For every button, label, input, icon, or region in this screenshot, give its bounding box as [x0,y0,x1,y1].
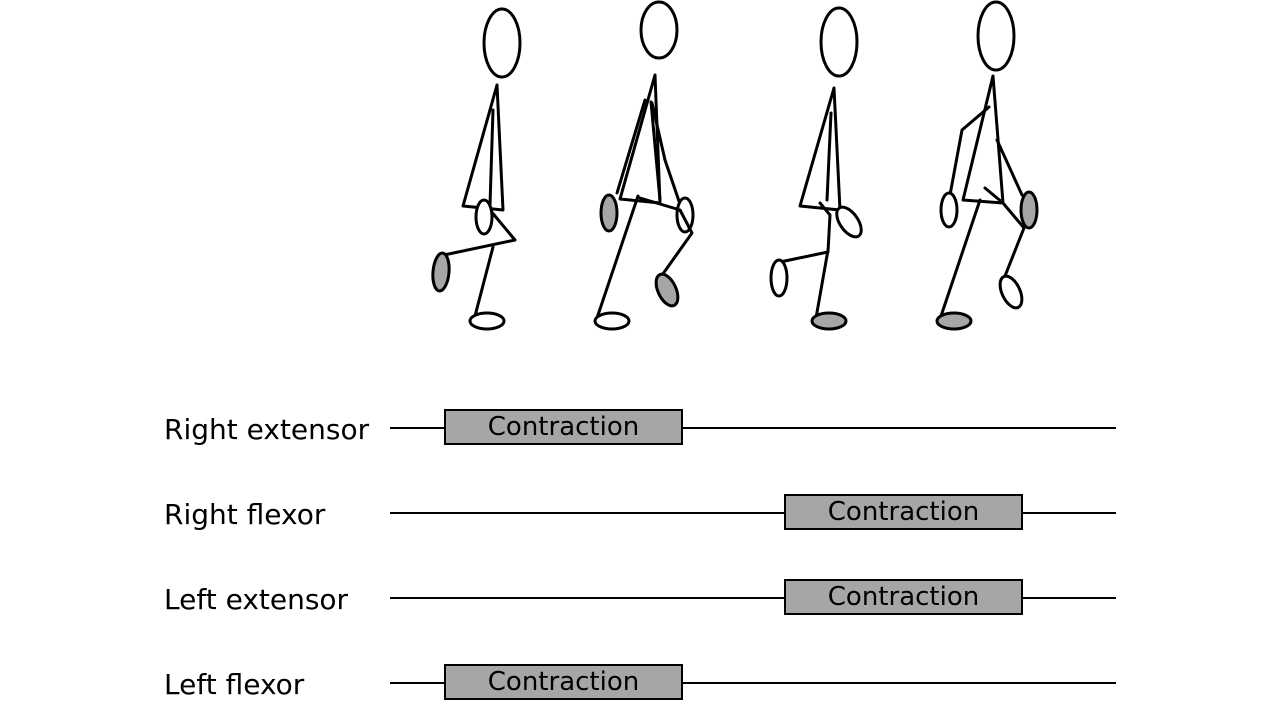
row-left-flexor: Left flexor Contraction [0,664,1280,704]
row-label: Left extensor [164,583,349,616]
row-right-extensor: Right extensor Contraction [0,409,1280,449]
stick-figure-4 [935,0,1039,331]
stick-figure-3 [769,6,863,331]
row-label: Right extensor [164,413,370,446]
stick-figure-2 [593,0,695,331]
walking-figures [431,0,1039,331]
stick-figure-1 [431,7,522,331]
timeline-line [390,512,1116,514]
timeline-line [390,682,1116,684]
row-label: Right flexor [164,498,326,531]
contraction-box: Contraction [784,494,1023,530]
contraction-box: Contraction [444,664,683,700]
contraction-box: Contraction [784,579,1023,615]
timeline-line [390,427,1116,429]
row-label: Left flexor [164,668,305,701]
row-left-extensor: Left extensor Contraction [0,579,1280,619]
contraction-box: Contraction [444,409,683,445]
timeline-line [390,597,1116,599]
row-right-flexor: Right flexor Contraction [0,494,1280,534]
